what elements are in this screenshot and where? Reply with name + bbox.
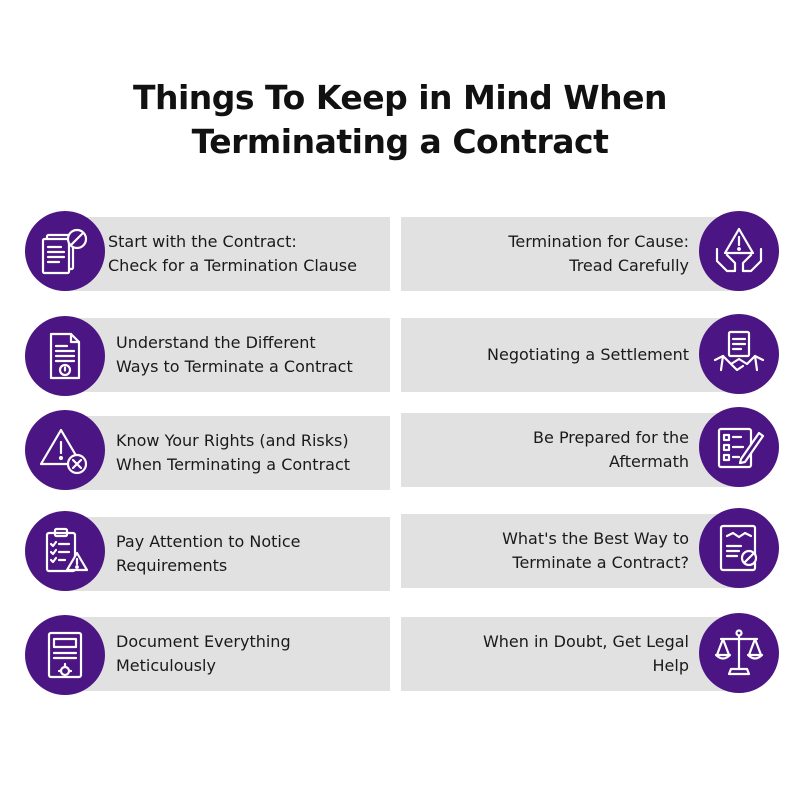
tip-bar bbox=[65, 318, 390, 392]
clipboard-warning-icon bbox=[25, 511, 105, 591]
page-title-line-1: Things To Keep in Mind When bbox=[132, 78, 668, 117]
tip-line: Know Your Rights (and Risks) bbox=[116, 431, 349, 450]
tip-bar bbox=[65, 517, 390, 591]
page-title: Things To Keep in Mind When Terminating … bbox=[0, 76, 800, 164]
document-gear-icon bbox=[25, 615, 105, 695]
tip-bar bbox=[65, 617, 390, 691]
tip-bar bbox=[401, 217, 739, 291]
tip-text: Understand the Different Ways to Termina… bbox=[116, 318, 388, 392]
tip-line: Check for a Termination Clause bbox=[108, 256, 357, 275]
tip-line: Meticulously bbox=[116, 656, 216, 675]
tip-text: Negotiating a Settlement bbox=[407, 318, 689, 392]
hands-warning-icon bbox=[699, 211, 779, 291]
tip-left-5: Document Everything Meticulously bbox=[25, 615, 390, 695]
tip-line: Understand the Different bbox=[116, 333, 316, 352]
handshake-document-icon bbox=[699, 314, 779, 394]
tip-bar bbox=[401, 413, 739, 487]
tip-line: Termination for Cause: bbox=[508, 232, 689, 251]
tip-text: When in Doubt, Get Legal Help bbox=[407, 617, 689, 691]
tip-text: Start with the Contract: Check for a Ter… bbox=[108, 217, 388, 291]
tip-line: Ways to Terminate a Contract bbox=[116, 357, 353, 376]
tip-line: Document Everything bbox=[116, 632, 291, 651]
tip-text: Be Prepared for the Aftermath bbox=[407, 413, 689, 487]
tip-right-2: Negotiating a Settlement bbox=[401, 314, 779, 394]
tip-line: Help bbox=[652, 656, 689, 675]
contract-handshake-cancel-icon bbox=[699, 508, 779, 588]
tip-right-3: Be Prepared for the Aftermath bbox=[401, 407, 779, 487]
checklist-pen-icon bbox=[699, 407, 779, 487]
document-alert-icon bbox=[25, 316, 105, 396]
legal-scales-icon bbox=[699, 613, 779, 693]
page-title-line-2: Terminating a Contract bbox=[191, 122, 609, 161]
tip-line: What's the Best Way to bbox=[502, 529, 689, 548]
tip-bar bbox=[401, 617, 739, 691]
tip-left-2: Understand the Different Ways to Termina… bbox=[25, 316, 390, 396]
tip-text: What's the Best Way to Terminate a Contr… bbox=[407, 514, 689, 588]
tip-line: Start with the Contract: bbox=[108, 232, 297, 251]
tip-right-5: When in Doubt, Get Legal Help bbox=[401, 613, 779, 693]
tip-text: Pay Attention to Notice Requirements bbox=[116, 517, 388, 591]
contract-prohibited-icon bbox=[25, 211, 105, 291]
tip-bar bbox=[401, 514, 739, 588]
tip-line: When in Doubt, Get Legal bbox=[482, 632, 689, 651]
tip-left-1: Start with the Contract: Check for a Ter… bbox=[25, 211, 390, 291]
tip-line: Aftermath bbox=[609, 452, 689, 471]
tip-left-3: Know Your Rights (and Risks) When Termin… bbox=[25, 410, 390, 490]
tip-text: Termination for Cause: Tread Carefully bbox=[407, 217, 689, 291]
tip-line: Requirements bbox=[116, 556, 228, 575]
tip-bar bbox=[401, 318, 739, 392]
tip-left-4: Pay Attention to Notice Requirements bbox=[25, 511, 390, 591]
tip-bar bbox=[65, 217, 390, 291]
warning-cancel-icon bbox=[25, 410, 105, 490]
tip-text: Know Your Rights (and Risks) When Termin… bbox=[116, 416, 388, 490]
tip-right-1: Termination for Cause: Tread Carefully bbox=[401, 211, 779, 291]
tip-bar bbox=[65, 416, 390, 490]
tip-line: Terminate a Contract? bbox=[512, 553, 689, 572]
tip-line: Tread Carefully bbox=[569, 256, 689, 275]
tip-text: Document Everything Meticulously bbox=[116, 617, 388, 691]
tip-line: When Terminating a Contract bbox=[116, 455, 351, 474]
tip-line: Be Prepared for the bbox=[533, 428, 689, 447]
tip-line: Pay Attention to Notice bbox=[116, 532, 301, 551]
tip-right-4: What's the Best Way to Terminate a Contr… bbox=[401, 508, 779, 588]
tip-line: Negotiating a Settlement bbox=[487, 345, 689, 364]
